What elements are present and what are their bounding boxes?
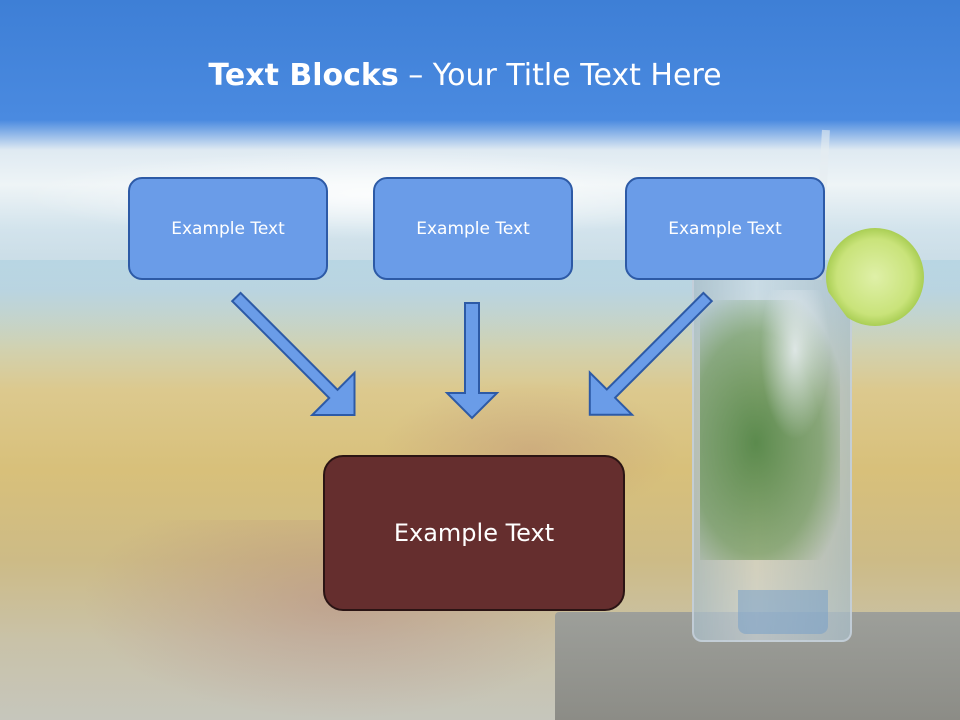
text-block-2[interactable]: Example Text [373, 177, 573, 280]
arrow-right-diagonal [588, 291, 714, 416]
arrow-center-down [444, 302, 500, 420]
background-ice-cubes [760, 290, 830, 440]
text-block-1[interactable]: Example Text [128, 177, 328, 280]
slide-title: Text Blocks – Your Title Text Here [0, 48, 960, 104]
background-lime-slice [826, 228, 924, 326]
arrow-left-diagonal [230, 291, 356, 416]
slide-title-rest: – Your Title Text Here [398, 58, 722, 93]
result-text-block[interactable]: Example Text [323, 455, 625, 611]
text-block-3[interactable]: Example Text [625, 177, 825, 280]
background-drink-liquid [738, 590, 828, 634]
slide-title-bold: Text Blocks [208, 58, 399, 93]
